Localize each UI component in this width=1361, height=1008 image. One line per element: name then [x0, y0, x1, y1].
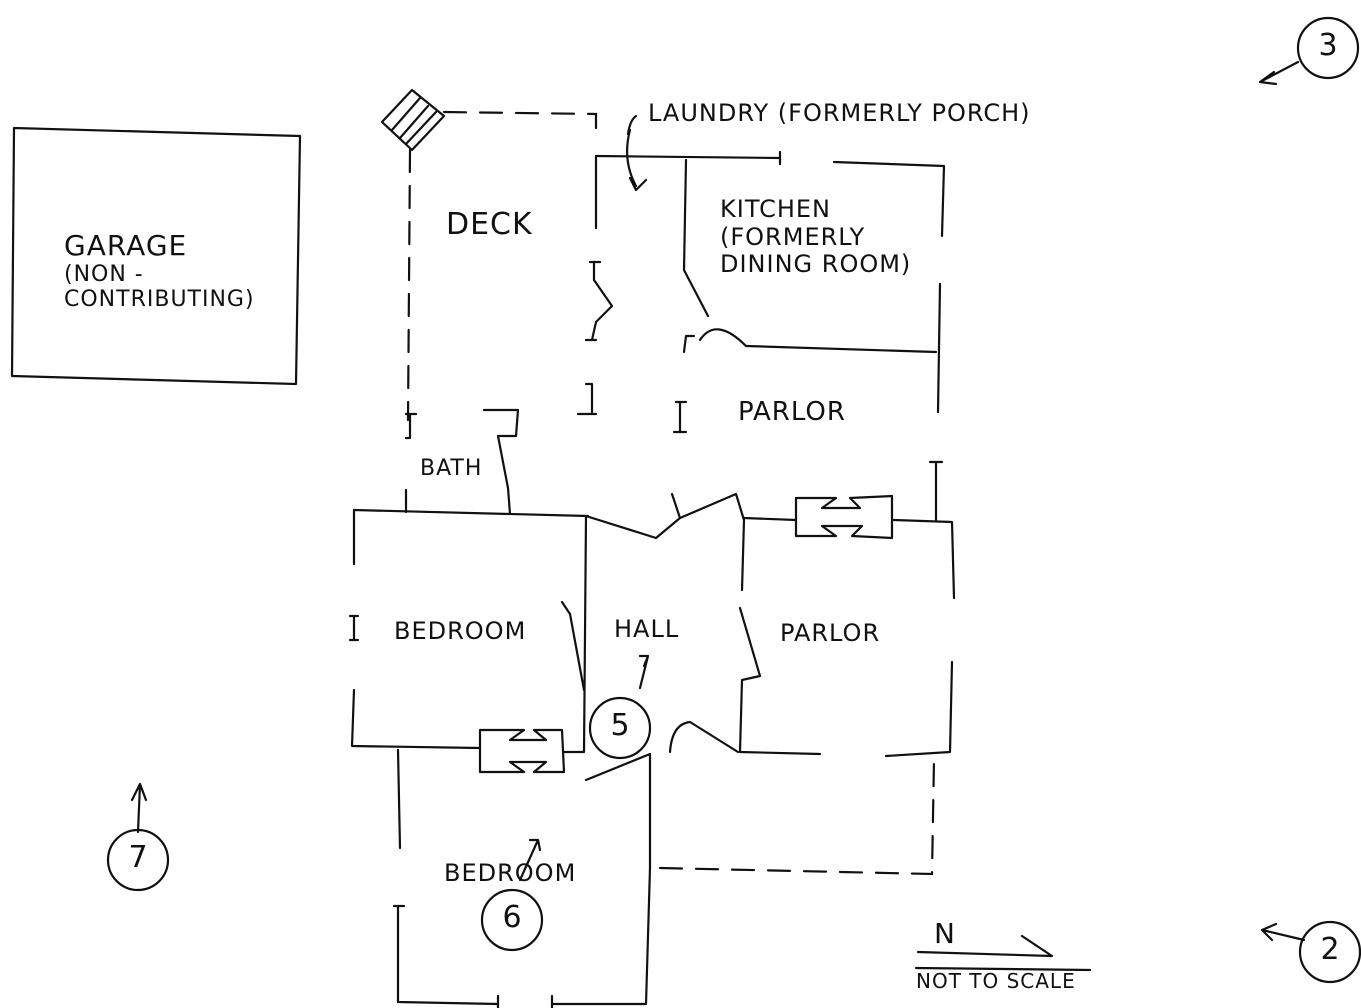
chimney-south	[478, 728, 566, 774]
photo-marker-6: 6	[502, 900, 522, 935]
deck-dashed-west	[406, 148, 412, 422]
north-label: N	[934, 917, 956, 950]
porch-dashed-edge	[658, 758, 936, 876]
parlor-north-label: PARLOR	[738, 397, 846, 427]
kitchen-label: KITCHEN (FORMERLY DINING ROOM)	[720, 195, 912, 279]
photo-marker-3: 3	[1318, 28, 1338, 63]
bath-label: BATH	[420, 456, 483, 481]
parlor-south-label: PARLOR	[780, 619, 881, 647]
bedroom-west-label: BEDROOM	[394, 617, 527, 645]
scale-note: NOT TO SCALE	[916, 969, 1076, 993]
hall-label: HALL	[614, 615, 680, 643]
deck-dashed-edge	[442, 110, 598, 132]
garage-label: GARAGE (NON - CONTRIBUTING)	[64, 229, 255, 313]
deck-label: DECK	[446, 207, 533, 242]
bedroom-south-label: BEDROOM	[444, 859, 577, 887]
deck-stair	[380, 88, 446, 152]
photo-marker-2: 2	[1320, 932, 1340, 967]
chimney-north	[794, 494, 894, 540]
photo-marker-5: 5	[610, 708, 630, 743]
north-arrow	[916, 934, 1054, 958]
garage-outline	[10, 126, 302, 386]
laundry-label: LAUNDRY (FORMERLY PORCH)	[648, 99, 1031, 127]
photo-marker-7: 7	[128, 840, 148, 875]
